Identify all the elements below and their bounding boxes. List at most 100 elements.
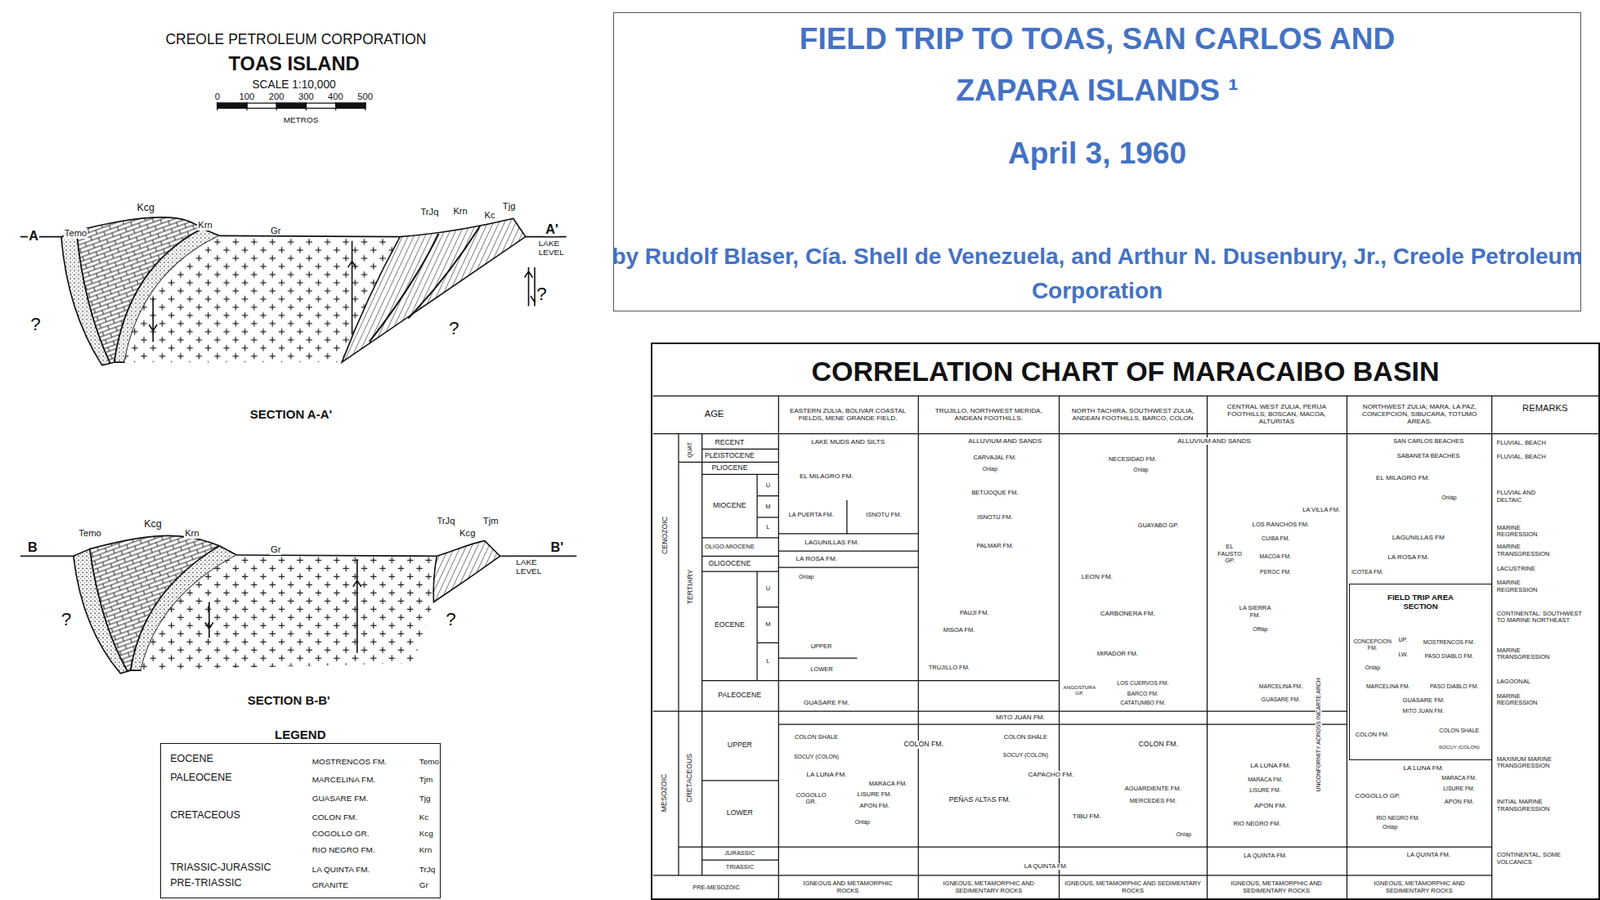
- age-label: OLIGO-MIOCENE: [703, 543, 756, 551]
- formation-name: LA SIERRA FM.: [1233, 605, 1277, 619]
- remark-text: MARINE TRANSGRESSION: [1496, 647, 1561, 662]
- formation-name: LEON FM.: [1080, 573, 1114, 581]
- formation-name: COLON SHALE: [793, 734, 839, 741]
- title-box: FIELD TRIP TO TOAS, SAN CARLOS AND ZAPAR…: [613, 12, 1582, 312]
- formation-name: CARBONERA FM.: [1099, 609, 1157, 618]
- formation-name: COLON FM.: [1138, 740, 1179, 749]
- section-label: ?: [448, 318, 461, 339]
- formation-name: MISOA FM.: [942, 627, 977, 634]
- basement-cell: IGNEOUS AND METAMORPHIC ROCKS: [796, 880, 901, 895]
- formation-name: Onlap: [854, 819, 871, 826]
- age-label: LOWER: [726, 809, 754, 818]
- scale-bar: [217, 101, 366, 111]
- formation-name: ANGOSTURA GP.: [1060, 685, 1099, 697]
- formation-name: NECESIDAD FM.: [1107, 456, 1158, 463]
- formation-name: LA ROSA FM.: [1386, 553, 1430, 561]
- section-label: LAKE: [515, 557, 538, 567]
- formation-name: ALLUVIUM AND SANDS: [1176, 437, 1252, 445]
- remark-text: CONTINENTAL: SOUTHWEST TO MARINE NORTHEA…: [1496, 610, 1588, 625]
- formation-name: GUAYABO GP.: [1137, 522, 1180, 529]
- section-label: SECTION B-B': [246, 694, 332, 709]
- formation-name: CATATUMBO FM.: [1119, 699, 1166, 707]
- section-label: LAKE: [537, 238, 561, 248]
- formation-name: LISURE FM.: [856, 791, 893, 798]
- age-label: U: [765, 585, 771, 592]
- formation-name: CUIBA FM.: [1260, 535, 1291, 543]
- section-label: TrJq: [435, 515, 456, 527]
- section-label: SECTION A-A': [249, 407, 333, 422]
- formation-name: LAGUNILLAS FM: [1391, 533, 1446, 542]
- remark-text: LACUSTRINE: [1496, 565, 1537, 573]
- legend-entry: GUASARE FM.: [311, 793, 370, 803]
- formation-name: EL FAUSTO GP.: [1213, 543, 1246, 565]
- section-label: ?: [60, 609, 73, 630]
- legend-entry: Krn: [418, 845, 434, 855]
- formation-name: UPPER: [810, 643, 834, 650]
- cross-section-a: [20, 217, 567, 366]
- remark-text: MARINE REGRESSION: [1496, 579, 1560, 594]
- age-label: PRE-MESOZOIC: [691, 884, 741, 892]
- formation-name: MARCELINA FM.: [1365, 683, 1411, 691]
- formation-name: CONCEPCION FM.: [1351, 638, 1394, 651]
- formation-name: LOS CUERVOS FM.: [1115, 680, 1170, 687]
- map-title: 100: [238, 91, 256, 103]
- column-header: EASTERN ZULIA, BOLIVAR COASTAL FIELDS, M…: [781, 407, 915, 422]
- age-label: L: [765, 658, 771, 665]
- formation-name: LISURE FM.: [1248, 787, 1282, 794]
- section-label: Krn: [452, 206, 468, 217]
- legend-entry: PALEOCENE: [169, 772, 233, 785]
- formation-name: PASO DIABLO FM.: [1429, 683, 1479, 691]
- section-label: Temo: [63, 228, 88, 239]
- age-label: UPPER: [726, 741, 753, 750]
- section-label: Tjm: [482, 515, 500, 527]
- formation-name: SAN CARLOS BEACHES: [1392, 438, 1465, 445]
- formation-name: RIO NEGRO FM.: [1375, 815, 1421, 822]
- formation-name: LA ROSA FM.: [794, 555, 838, 563]
- age-label: PALEOCENE: [717, 691, 762, 700]
- formation-name: RIO NEGRO FM.: [1232, 820, 1282, 828]
- legend-entry: TrJq: [418, 864, 437, 874]
- column-header: AGE: [703, 408, 726, 420]
- section-label: Kc: [484, 210, 497, 221]
- column-header: TRUJILLO, NORTHWEST MERIDA, ANDEAN FOOTH…: [922, 407, 1055, 422]
- legend-entry: RIO NEGRO FM.: [311, 845, 377, 855]
- formation-name: ICOTEA FM.: [1350, 569, 1385, 576]
- legend-entry: TRIASSIC-JURASSIC: [169, 862, 272, 874]
- remark-text: LAGOONAL: [1496, 678, 1532, 686]
- formation-name: LA LUNA FM.: [1402, 764, 1445, 772]
- formation-name: MARACA FM.: [1440, 775, 1478, 782]
- formation-name: Onlap: [1364, 664, 1381, 672]
- formation-name: ISNOTU FM.: [864, 511, 902, 519]
- map-title: 400: [327, 91, 345, 103]
- formation-name: LA VILLA FM.: [1301, 506, 1341, 514]
- formation-name: LAGUNILLAS FM.: [803, 538, 860, 547]
- legend-entry: COGOLLO GR.: [311, 829, 371, 839]
- legend-entry: PRE-TRIASSIC: [169, 878, 243, 890]
- formation-name: APON FM.: [859, 802, 891, 810]
- node-text: by Rudolf Blaser, Cía. Shell de Venezuel…: [610, 239, 1584, 309]
- formation-name: Onlap: [1175, 831, 1193, 839]
- age-label: M: [764, 503, 771, 511]
- formation-name: APON FM.: [1253, 802, 1287, 810]
- formation-name: LOWER: [809, 666, 834, 673]
- basement-cell: IGNEOUS, METAMORPHIC AND SEDIMENTARY ROC…: [1210, 880, 1343, 895]
- remark-text: FLUVIAL, BEACH: [1496, 439, 1547, 447]
- formation-name: GUASARE FM.: [1260, 696, 1301, 704]
- remark-text: INITIAL MARINE TRANSGRESSION: [1496, 798, 1561, 813]
- formation-name: LA LUNA FM.: [1249, 761, 1291, 770]
- formation-name: UNCONFORMITY ACROSS INCARTE ARCH: [1315, 676, 1323, 793]
- formation-name: MACOA FM.: [1259, 553, 1293, 561]
- legend-entry: MOSTRENCOS FM.: [311, 757, 388, 767]
- column-header: NORTH TACHIRA, SOUTHWEST ZULIA, ANDEAN F…: [1061, 407, 1204, 422]
- formation-name: COLON SHALE: [1438, 727, 1480, 735]
- legend-entry: Tjg: [418, 793, 432, 803]
- section-label: Gr: [269, 544, 282, 556]
- formation-name: LA LUNA FM.: [805, 770, 848, 779]
- legend-entry: Kcg: [418, 829, 435, 839]
- formation-name: GUASARE FM.: [802, 699, 851, 707]
- section-label: Kcg: [135, 202, 156, 215]
- section-label: B': [549, 539, 565, 555]
- formation-name: UP.: [1398, 636, 1409, 644]
- age-label: CENOZOIC: [661, 515, 670, 556]
